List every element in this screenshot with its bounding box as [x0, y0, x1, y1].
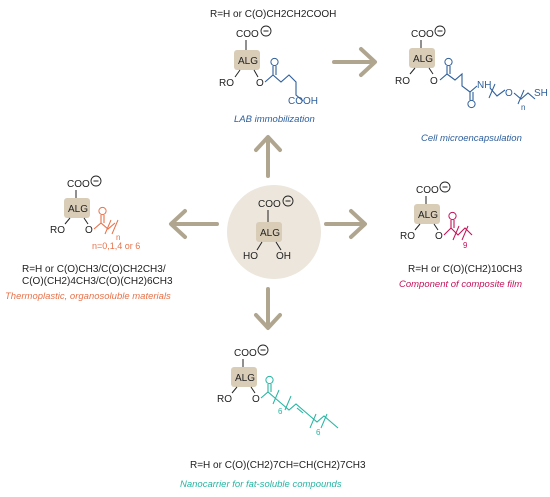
right-ro: RO — [400, 231, 415, 242]
left-alg-label: ALG — [68, 204, 88, 215]
repeat-bracket-icon — [488, 83, 496, 99]
charge-minus-icon — [257, 344, 269, 356]
right-alg-box — [414, 204, 440, 224]
top-caption: LAB immobilization — [234, 114, 315, 125]
charge-minus-icon — [439, 181, 451, 193]
bottom-alg-box — [231, 367, 257, 387]
center-alginate-unit: COO ALG HO OH — [227, 185, 321, 279]
arrow-up-icon — [254, 135, 282, 178]
tr-caption: Cell microencapsulation — [421, 133, 522, 144]
top-o-ester: O — [256, 78, 264, 89]
bottom-alg-label: ALG — [235, 373, 255, 384]
charge-minus-icon — [282, 195, 294, 207]
arrow-down-icon — [254, 287, 282, 330]
charge-minus-icon — [260, 25, 272, 37]
repeat-bracket-icon — [272, 389, 280, 405]
tr-ro: RO — [395, 76, 410, 87]
right-r-def: R=H or C(O)(CH2)10CH3 — [408, 264, 523, 275]
left-r-def-1: R=H or C(O)CH3/C(O)CH2CH3/ — [22, 264, 166, 275]
bottom-caption: Nanocarrier for fat-soluble compounds — [180, 479, 342, 490]
arrows — [169, 47, 377, 330]
bottom-coo: COO — [234, 348, 257, 359]
bottom-r-def: R=H or C(O)(CH2)7CH=CH(CH2)7CH3 — [190, 460, 366, 471]
tr-alg-box — [409, 48, 435, 68]
tr-o-ether: O — [505, 88, 513, 99]
tr-nh: NH — [477, 80, 491, 91]
amide-o-icon — [467, 99, 476, 109]
top-alg-label: ALG — [238, 56, 258, 67]
left-structure: COO ALG RO O n n=0,1,4 or 6 R=H or C(O)C… — [5, 175, 173, 302]
top-coo: COO — [236, 29, 259, 40]
left-ro: RO — [50, 225, 65, 236]
tr-sh: SH — [534, 88, 548, 99]
tr-alg-label: ALG — [413, 54, 433, 65]
tr-n-subscript: n — [521, 103, 525, 112]
arrow-top-right-icon — [332, 47, 377, 77]
right-caption: Component of composite film — [399, 279, 522, 290]
left-o-ester: O — [85, 225, 93, 236]
right-n9: 9 — [463, 241, 468, 250]
charge-minus-icon — [90, 175, 102, 187]
bottom-n6a: 6 — [278, 407, 283, 416]
carbonyl-o-icon — [270, 57, 279, 67]
left-n-values: n=0,1,4 or 6 — [92, 241, 140, 251]
left-caption: Thermoplastic, organosoluble materials — [5, 291, 171, 302]
left-coo: COO — [67, 179, 90, 190]
carbonyl-o-icon — [448, 211, 457, 221]
top-alg-box — [234, 50, 260, 70]
tr-o-ester: O — [430, 76, 438, 87]
left-r-def-2: C(O)(CH2)4CH3/C(O)(CH2)6CH3 — [22, 276, 173, 287]
bottom-o-ester: O — [252, 394, 260, 405]
arrow-right-icon — [324, 209, 367, 239]
center-coo: COO — [258, 199, 281, 210]
left-n-subscript: n — [116, 233, 120, 242]
top-cooh: COOH — [288, 96, 318, 107]
bottom-oleoyl-chain — [260, 391, 339, 429]
right-o-ester: O — [435, 231, 443, 242]
top-structure: R=H or C(O)CH2CH2COOH COO ALG RO O COOH … — [210, 9, 336, 125]
top-right-structure: COO ALG RO O NH O n SH Cell microencapsu… — [395, 25, 548, 144]
carbonyl-o-icon — [444, 57, 453, 67]
repeat-bracket-icon — [452, 225, 460, 241]
bottom-structure: COO ALG RO O 6 6 R=H or C(O)(CH2)7CH=CH(… — [180, 344, 366, 490]
right-coo: COO — [416, 185, 439, 196]
carbonyl-o-icon — [98, 206, 107, 216]
top-ro: RO — [219, 78, 234, 89]
arrow-left-icon — [169, 209, 219, 239]
center-ho: HO — [243, 251, 258, 262]
center-oh: OH — [276, 251, 291, 262]
tr-coo: COO — [411, 29, 434, 40]
bottom-n6b: 6 — [316, 428, 321, 437]
right-structure: COO ALG RO O 9 R=H or C(O)(CH2)10CH3 Com… — [399, 181, 523, 290]
right-alg-label: ALG — [418, 210, 438, 221]
center-alg-box — [256, 222, 282, 242]
charge-minus-icon — [434, 25, 446, 37]
center-alg-label: ALG — [260, 228, 280, 239]
left-alg-box — [64, 198, 90, 218]
bottom-ro: RO — [217, 394, 232, 405]
top-r-definition: R=H or C(O)CH2CH2COOH — [210, 9, 336, 20]
carbonyl-o-icon — [265, 375, 274, 385]
repeat-bracket-icon — [104, 219, 112, 235]
